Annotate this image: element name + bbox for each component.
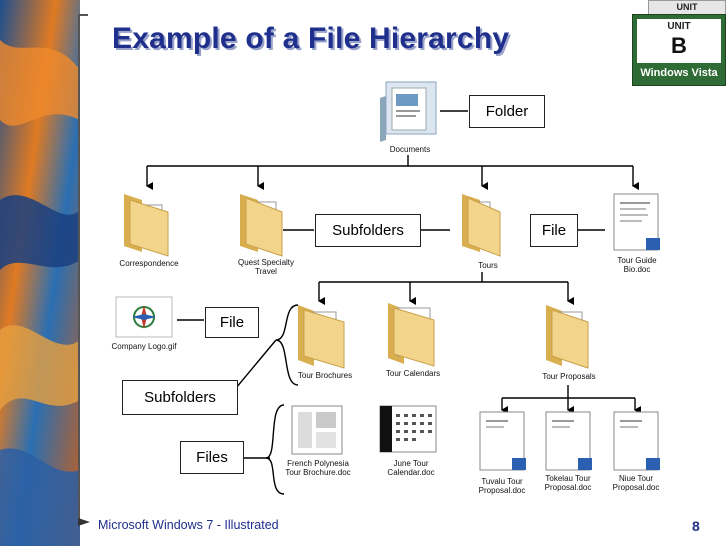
caption-proposals: Tour Proposals <box>542 372 596 381</box>
caption-brochures: Tour Brochures <box>297 371 353 380</box>
tokelau-proposal-doc-icon <box>545 411 592 471</box>
badge-letter: B <box>671 33 687 58</box>
caption-tuvalu-line1: Tuvalu Tour <box>481 477 523 486</box>
painted-border <box>0 0 90 546</box>
caption-june-line2: Calendar.doc <box>387 468 435 477</box>
badge-card: UNIT B Windows Vista <box>632 14 726 86</box>
slide-title: Example of a File Hierarchy <box>112 22 510 55</box>
folder-correspondence-icon <box>124 194 169 257</box>
folder-quest-icon <box>240 194 283 257</box>
label-folder: Folder <box>469 95 545 128</box>
folder-tours-icon <box>462 194 501 257</box>
company-logo-icon <box>115 296 173 338</box>
caption-tokelau-line1: Tokelau Tour <box>545 474 591 483</box>
caption-correspondence: Correspondence <box>119 259 179 268</box>
caption-guide-line2: Bio.doc <box>623 265 651 274</box>
caption-tours: Tours <box>478 261 498 270</box>
caption-guide-line1: Tour Guide <box>617 256 657 265</box>
folder-proposals-icon <box>546 305 589 369</box>
documents-library-icon <box>380 81 437 142</box>
tuvalu-proposal-doc-icon <box>479 411 526 471</box>
folder-calendars-icon <box>388 303 435 367</box>
label-file-mid: File <box>205 307 259 338</box>
june-calendar-doc-icon <box>379 405 437 453</box>
caption-tuvalu-line2: Proposal.doc <box>478 486 526 495</box>
tour-guide-doc-icon <box>613 193 660 251</box>
label-subfolders-bottom: Subfolders <box>122 380 238 415</box>
caption-french-line1: French Polynesia <box>287 459 349 468</box>
footer-text: Microsoft Windows 7 - Illustrated <box>98 518 279 532</box>
caption-french-line2: Tour Brochure.doc <box>285 468 351 477</box>
label-file-top: File <box>530 214 578 247</box>
caption-calendars: Tour Calendars <box>385 369 441 378</box>
label-files-bottom: Files <box>180 441 244 474</box>
badge-unit-label: UNIT <box>667 21 691 32</box>
caption-june-line1: June Tour <box>393 459 429 468</box>
caption-documents: Documents <box>389 145 431 154</box>
label-subfolders-top: Subfolders <box>315 214 421 247</box>
niue-proposal-doc-icon <box>613 411 660 471</box>
caption-quest-line1: Quest Specialty <box>237 258 295 267</box>
caption-tokelau-line2: Proposal.doc <box>544 483 592 492</box>
caption-company-logo: Company Logo.gif <box>111 342 177 351</box>
caption-quest-line2: Travel <box>255 267 277 276</box>
unit-badge: UNIT UNIT B Windows Vista <box>628 0 728 86</box>
badge-brand: Windows Vista <box>640 67 718 79</box>
caption-niue-line2: Proposal.doc <box>612 483 660 492</box>
connector-lines <box>146 110 641 495</box>
caption-niue-line1: Niue Tour <box>618 474 654 483</box>
folder-brochures-icon <box>298 305 345 369</box>
page-number: 8 <box>692 518 700 534</box>
french-polynesia-doc-icon <box>291 405 343 455</box>
badge-inner: UNIT B <box>637 19 721 63</box>
badge-top-label: UNIT <box>648 0 726 15</box>
